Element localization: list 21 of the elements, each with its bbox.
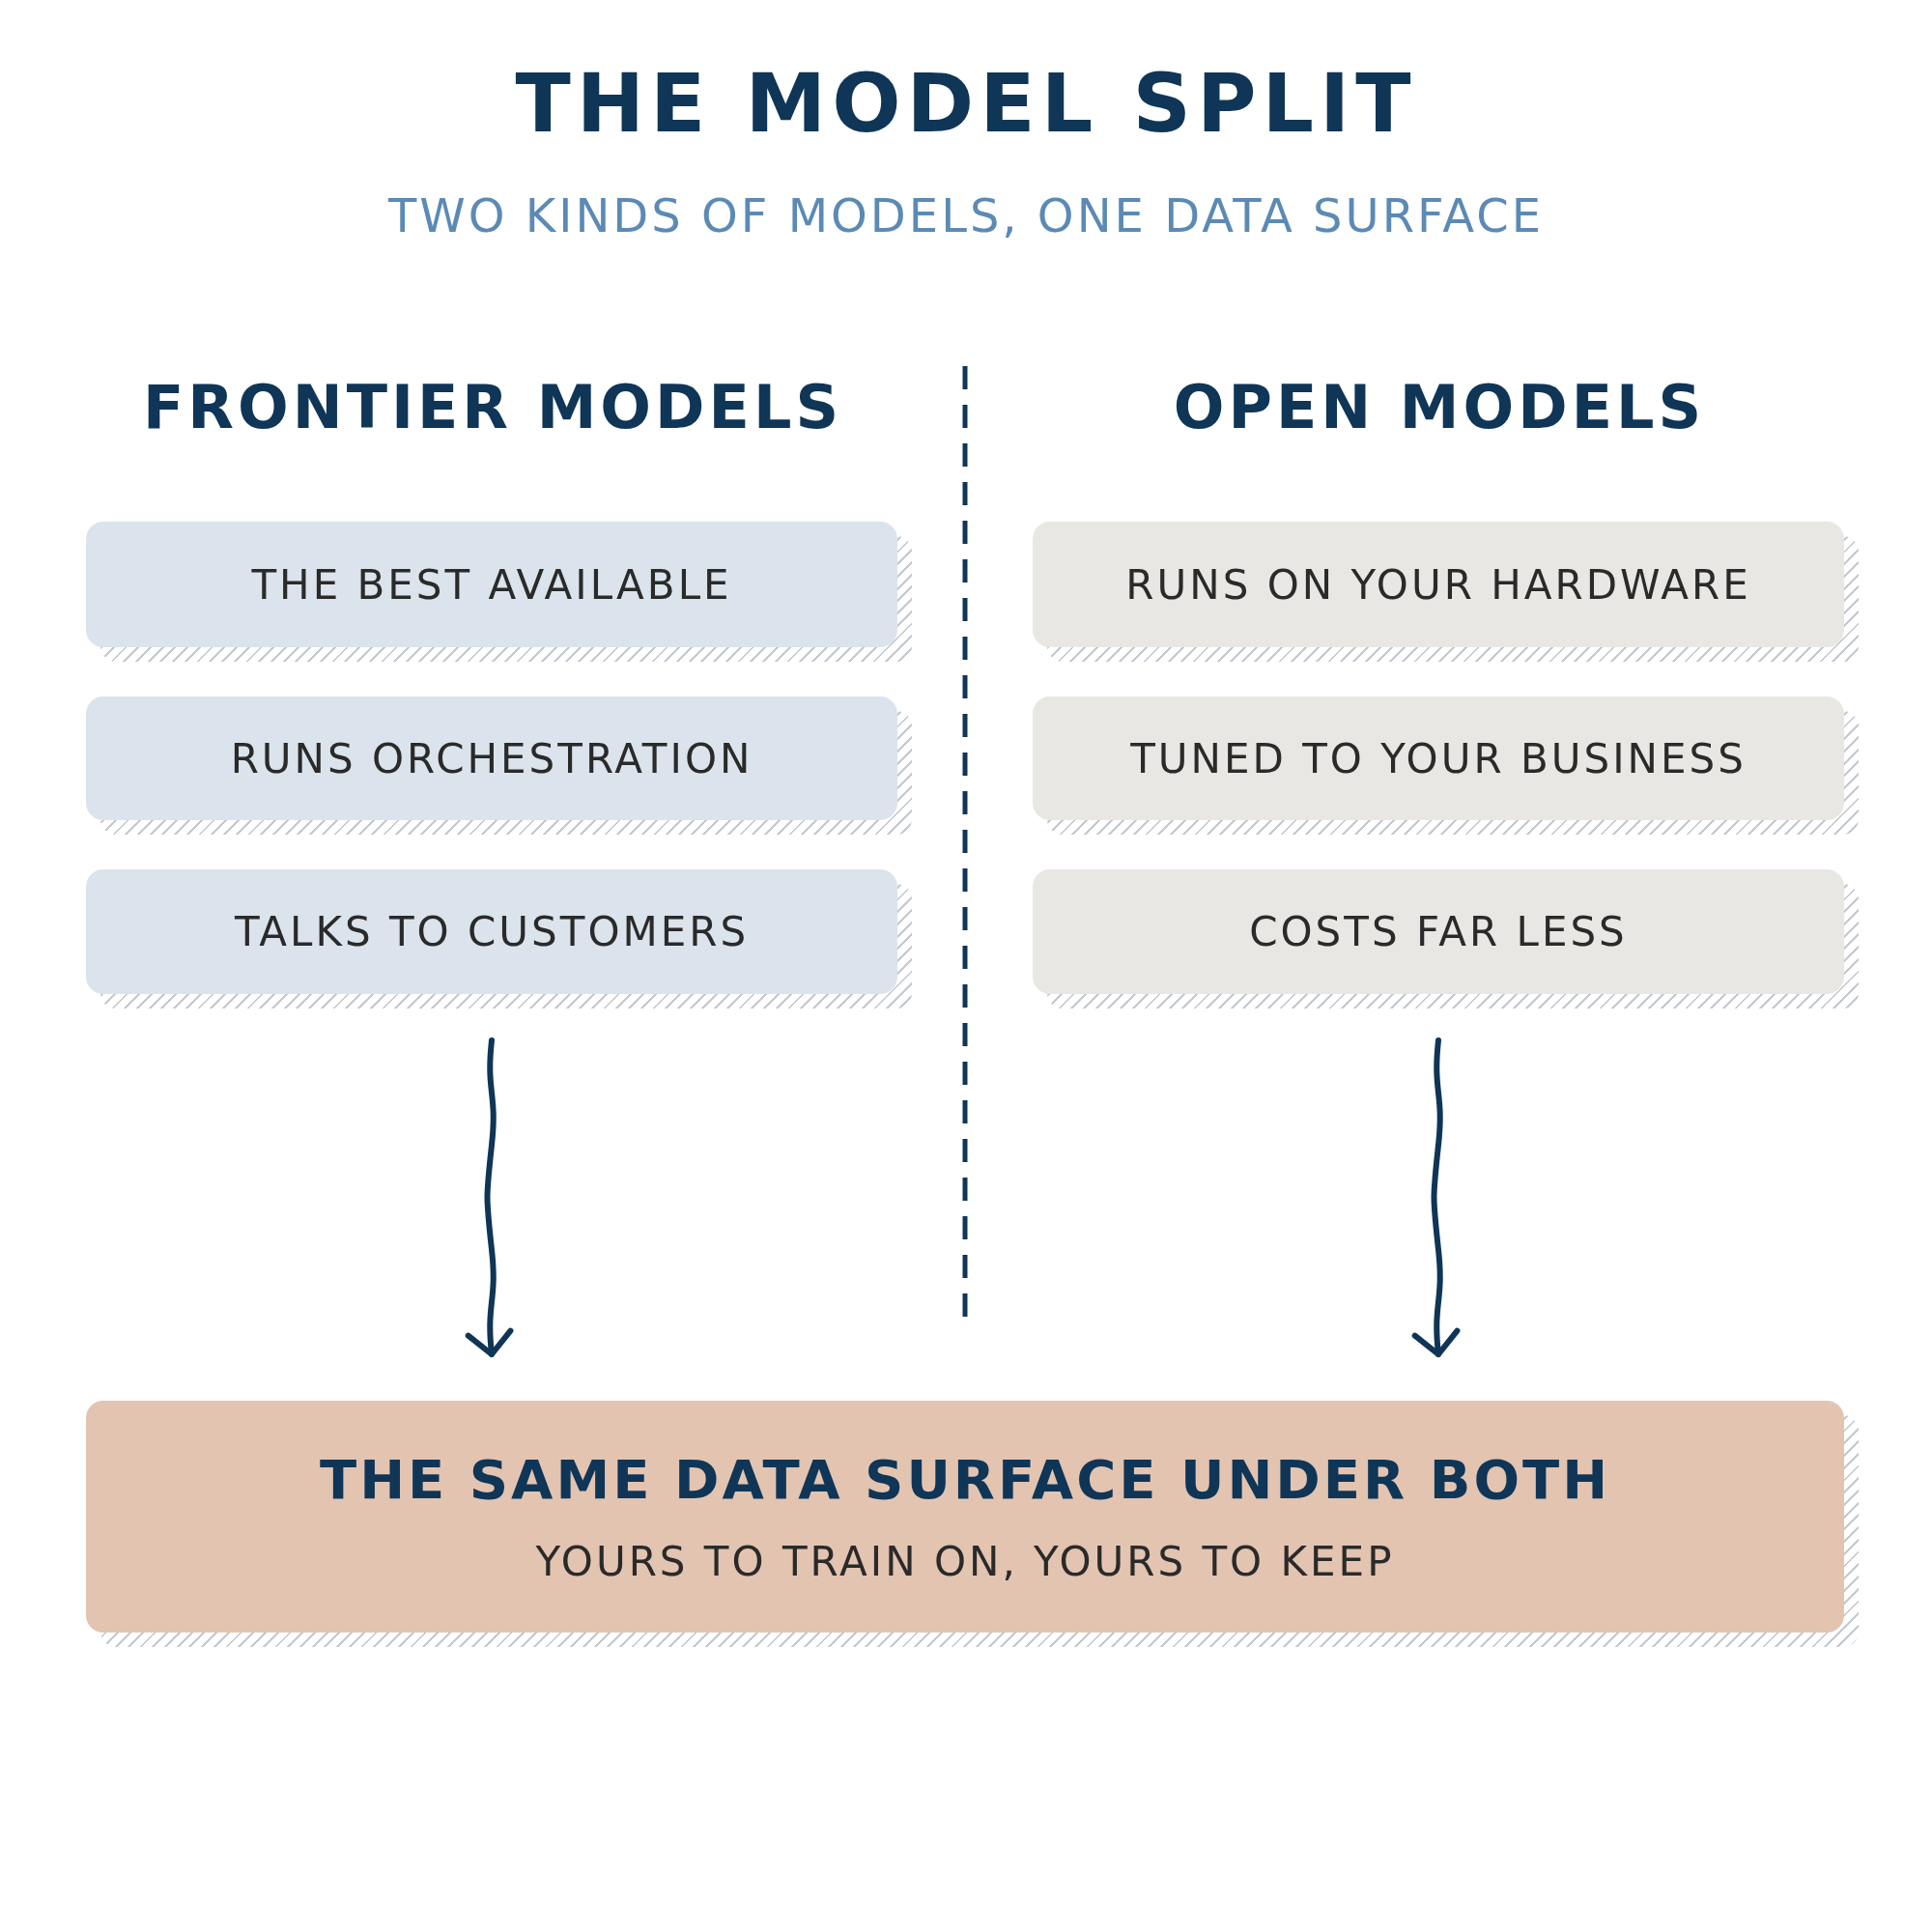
title: THE MODEL SPLIT	[514, 56, 1418, 151]
box-subtext: YOURS TO TRAIN ON, YOURS TO KEEP	[535, 1538, 1395, 1585]
text-box	[86, 869, 897, 994]
column-heading: OPEN MODELS	[1173, 372, 1706, 442]
box-text: RUNS ORCHESTRATION	[230, 734, 753, 782]
box-text: THE BEST AVAILABLE	[251, 560, 732, 609]
box-text: COSTS FAR LESS	[1249, 908, 1628, 955]
text-box	[1033, 869, 1844, 994]
text-box	[86, 696, 897, 820]
column-heading: FRONTIER MODELS	[142, 372, 843, 442]
arrow	[1412, 1037, 1461, 1357]
text-box	[86, 1401, 1844, 1633]
arrow	[466, 1037, 514, 1357]
text-box	[1033, 522, 1844, 647]
box-text: TALKS TO CUSTOMERS	[234, 908, 750, 955]
text-box	[1033, 696, 1844, 820]
box-text: TUNED TO YOUR BUSINESS	[1130, 734, 1747, 782]
subtitle: TWO KINDS OF MODELS, ONE DATA SURFACE	[387, 188, 1545, 242]
box-text: RUNS ON YOUR HARDWARE	[1125, 560, 1751, 609]
text-box	[86, 522, 897, 647]
box-heading: THE SAME DATA SURFACE UNDER BOTH	[319, 1448, 1611, 1511]
